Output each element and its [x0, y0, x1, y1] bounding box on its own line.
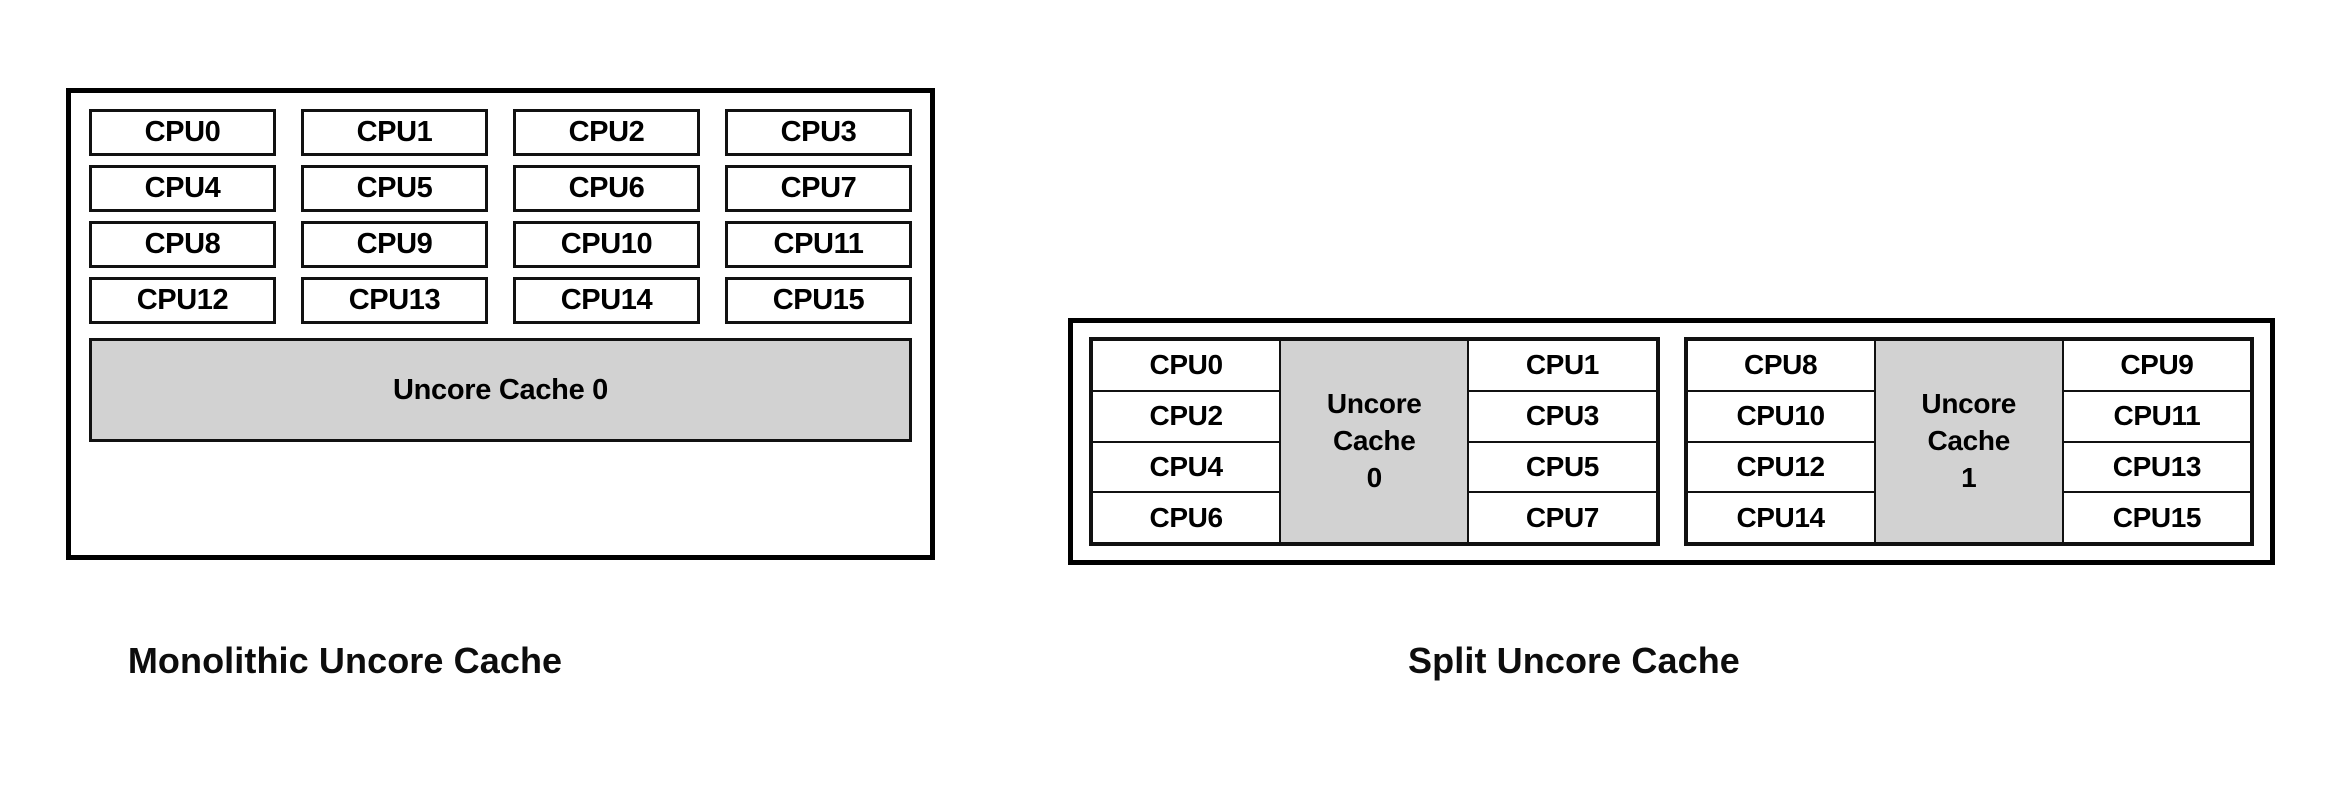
cpu-box-4: CPU4	[89, 165, 276, 212]
cpu-box-8: CPU8	[89, 221, 276, 268]
uncore-cache-1-label-line2: Cache	[1927, 425, 2011, 457]
cpu-box-13: CPU13	[301, 277, 488, 324]
uncore-cache-0-label-line2: Cache	[1332, 425, 1416, 457]
cpu-box-9: CPU9	[301, 221, 488, 268]
cpu-box-7: CPU7	[725, 165, 912, 212]
split-cluster-0: CPU0 CPU2 CPU4 CPU6 Uncore Cache 0 CPU1 …	[1089, 337, 1660, 546]
monolithic-cpu-grid: CPU0 CPU1 CPU2 CPU3 CPU4 CPU5 CPU6 CPU7 …	[89, 109, 912, 324]
uncore-cache-1-label-line1: Uncore	[1921, 388, 2017, 420]
split-panel-inner: CPU0 CPU2 CPU4 CPU6 Uncore Cache 0 CPU1 …	[1089, 337, 2254, 546]
cpu-box-13: CPU13	[2061, 440, 2252, 494]
uncore-cache-0-label-line3: 0	[1366, 461, 1383, 493]
cpu-box-11: CPU11	[2061, 389, 2252, 443]
cpu-box-10: CPU10	[1685, 389, 1876, 443]
uncore-cache-1-label-line3: 1	[1961, 461, 1977, 493]
cpu-box-0: CPU0	[89, 109, 276, 156]
monolithic-caption: Monolithic Uncore Cache	[127, 640, 563, 681]
cpu-box-2: CPU2	[1091, 389, 1282, 443]
split-uncore-cache-panel: CPU0 CPU2 CPU4 CPU6 Uncore Cache 0 CPU1 …	[1068, 318, 2275, 565]
cpu-box-12: CPU12	[1685, 440, 1876, 494]
cpu-box-1: CPU1	[301, 109, 488, 156]
monolithic-panel-inner: CPU0 CPU1 CPU2 CPU3 CPU4 CPU5 CPU6 CPU7 …	[89, 109, 912, 539]
uncore-cache-1-box: Uncore Cache 1	[1873, 339, 2064, 544]
uncore-cache-0-box: Uncore Cache 0	[89, 338, 912, 442]
split-cluster-1: CPU8 CPU10 CPU12 CPU14 Uncore Cache 1 CP…	[1683, 337, 2254, 546]
cpu-box-4: CPU4	[1091, 440, 1282, 494]
cpu-box-3: CPU3	[725, 109, 912, 156]
cpu-box-6: CPU6	[513, 165, 700, 212]
cpu-box-14: CPU14	[513, 277, 700, 324]
monolithic-uncore-cache-panel: CPU0 CPU1 CPU2 CPU3 CPU4 CPU5 CPU6 CPU7 …	[66, 88, 935, 560]
cpu-box-3: CPU3	[1467, 389, 1658, 443]
cpu-box-14: CPU14	[1685, 491, 1876, 544]
cpu-box-12: CPU12	[89, 277, 276, 324]
cpu-box-15: CPU15	[725, 277, 912, 324]
cpu-box-6: CPU6	[1091, 491, 1282, 544]
uncore-cache-0-box: Uncore Cache 0	[1279, 339, 1470, 544]
cpu-box-15: CPU15	[2061, 491, 2252, 544]
cpu-box-1: CPU1	[1467, 339, 1658, 392]
cpu-box-9: CPU9	[2061, 339, 2252, 392]
uncore-cache-0-label-line1: Uncore	[1326, 388, 1422, 420]
cpu-box-8: CPU8	[1685, 339, 1876, 392]
cpu-box-10: CPU10	[513, 221, 700, 268]
cpu-box-5: CPU5	[301, 165, 488, 212]
cpu-box-2: CPU2	[513, 109, 700, 156]
cpu-box-0: CPU0	[1091, 339, 1282, 392]
cpu-box-11: CPU11	[725, 221, 912, 268]
cpu-box-7: CPU7	[1467, 491, 1658, 544]
split-caption: Split Uncore Cache	[1408, 640, 1740, 681]
cpu-box-5: CPU5	[1467, 440, 1658, 494]
